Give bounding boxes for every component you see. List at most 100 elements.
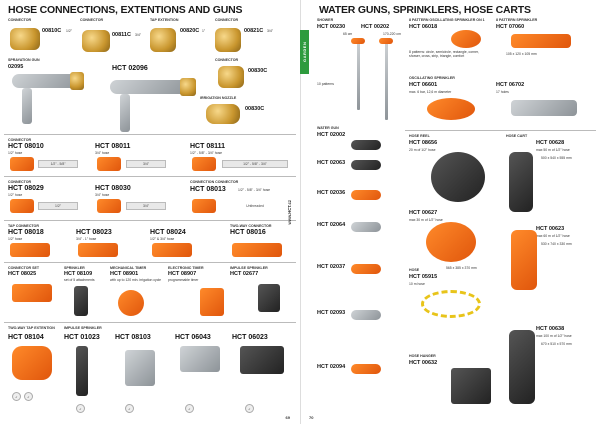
feature-badge-icon: ✔	[245, 404, 254, 413]
code-hct-02094: HCT 02094	[317, 364, 346, 370]
size-00810c: 1/2"	[66, 29, 72, 33]
gun-2-brass-nozzle-image	[180, 78, 196, 96]
code-hct-00230: HCT 00230	[317, 24, 346, 30]
left-page-title: HOSE CONNECTIONS, EXTENTIONS AND GUNS	[8, 4, 243, 16]
section-connection-connector: CONNECTION CONNECTOR	[190, 180, 239, 184]
code-02095: 02095	[8, 64, 24, 70]
sprinkler-06018-image	[451, 30, 481, 48]
two-way-connector-image	[232, 243, 282, 257]
gun-brass-nozzle-image	[70, 72, 84, 90]
code-00811c: 00811C	[112, 32, 131, 38]
section-two-way-connector: TWO-WAY CONNECTOR	[230, 224, 272, 228]
dim-hct-00628: 500 x 540 x 555 mm	[541, 156, 572, 160]
desc-hct-08030: 3/4" hose	[95, 193, 110, 197]
code-hct-08010: HCT 08010	[8, 143, 44, 150]
impulse-sprinkler-2-image	[76, 346, 88, 396]
brass-connector-image	[10, 28, 40, 50]
section-hose: HOSE	[409, 268, 420, 272]
water-gun-02094-image	[351, 364, 381, 374]
desc-hct-08029: 1/2" hose	[8, 193, 23, 197]
divider-right-1	[405, 130, 596, 131]
label-08029: 1/2"	[38, 202, 78, 210]
spray-gun-2-image	[110, 80, 190, 94]
desc-hct-08023: 3/4" - 1" hose	[76, 237, 97, 241]
feature-badge-icon: ✔	[125, 404, 134, 413]
right-page: WATER GUNS, SPRINKLERS, HOSE CARTS SHOWE…	[300, 0, 600, 424]
feature-badge-icon: ✔	[76, 404, 85, 413]
section-pattern-sprinkler: 8 PATTERN SPRINKLER	[496, 18, 538, 22]
section-electronic-timer: ELECTRONIC TIMER	[168, 266, 204, 270]
dim-hct-00623: 530 x 740 x 330 mm	[541, 242, 572, 246]
code-hct-08111: HCT 08111	[190, 143, 226, 150]
label-08013: Unthreaded	[222, 202, 288, 210]
desc-hct-07060: 105 x 120 x 105 mm	[506, 52, 537, 56]
code-hct-00632: HCT 00632	[409, 360, 438, 366]
water-gun-02036-image	[351, 190, 381, 200]
code-hct-00638: HCT 00638	[536, 326, 565, 332]
size-00821c: 3/4"	[267, 29, 273, 33]
section-two-way-tap-extention: TWO-WAY TAP EXTENTION	[8, 326, 55, 330]
code-hct-08018: HCT 08018	[8, 229, 44, 236]
desc-hct-00638: max 100 m of 1/2" hose	[536, 334, 572, 338]
section-impulse-sprinkler: IMPULSE SPRINKLER	[230, 266, 268, 270]
desc-hct-00627: max 30 m of 1/2" hose	[409, 218, 443, 222]
coiled-hose-image	[421, 290, 481, 318]
code-nozzle: 00830C	[245, 106, 265, 112]
connector-08010-image	[10, 157, 34, 171]
two-way-tap-image	[12, 346, 52, 380]
code-hct-02093: HCT 02093	[317, 310, 346, 316]
hose-cart-00628-image	[509, 152, 533, 212]
section-connector-2: CONNECTOR	[80, 18, 104, 22]
section-connector-row1: CONNECTOR	[8, 138, 32, 142]
hose-reel-08656-image	[431, 152, 485, 202]
code-hct-00202: HCT 00202	[361, 24, 390, 30]
code-hct-08109: HCT 08109	[64, 271, 93, 277]
size-00820c: 1"	[202, 29, 206, 33]
sprinkler-spike-image	[74, 286, 88, 316]
electronic-timer-image	[200, 288, 224, 316]
sprinkler-08103-image	[125, 350, 155, 386]
connector-08029-image	[10, 199, 34, 213]
code-hct-08907: HCT 08907	[168, 271, 197, 277]
code-hct-06043: HCT 06043	[175, 334, 211, 341]
code-hct-02096: HCT 02096	[112, 65, 148, 72]
code-hct-00623: HCT 00623	[536, 226, 565, 232]
irrigation-nozzle-image	[206, 104, 240, 124]
shower-head-image	[351, 38, 365, 44]
section-tap-extention: TAP EXTENTION	[150, 18, 179, 22]
impulse-sprinkler-image	[258, 284, 280, 312]
desc-hct-06601: max. 6 bar, 12,6 m diameter	[409, 90, 452, 94]
divider-2	[4, 176, 296, 177]
section-hose-hanger: HOSE HANGER	[409, 354, 436, 358]
brass-connector-image-4	[218, 66, 244, 88]
shower-pole-2-image	[385, 40, 388, 120]
section-connector-row2: CONNECTOR	[8, 180, 32, 184]
water-gun-02002-image	[351, 140, 381, 150]
code-hct-08901: HCT 08901	[110, 271, 139, 277]
label-08030: 3/4"	[126, 202, 166, 210]
code-hct-08029: HCT 08029	[8, 185, 44, 192]
water-gun-02064-image	[351, 222, 381, 232]
desc-hct-08018: 1/2" hose	[8, 237, 23, 241]
code-hct-02002: HCT 02002	[317, 132, 346, 138]
section-shower: SHOWER	[317, 18, 334, 22]
garden-section-tab: GARDEN	[300, 30, 309, 74]
code-hct-02063: HCT 02063	[317, 160, 346, 166]
spray-gun-image	[12, 74, 82, 88]
dim-hct-00627: 565 x 385 x 370 mm	[446, 266, 477, 270]
label-08111: 1/2" - 5/8" - 3/4"	[222, 160, 288, 168]
desc-hct-08901: with up to 120 min. irrigation cycle	[110, 278, 162, 282]
sprinkler-06702-image	[511, 100, 577, 116]
connector-08111-image	[192, 157, 216, 171]
code-hct-08024: HCT 08024	[150, 229, 186, 236]
code-hct-02064: HCT 02064	[317, 222, 346, 228]
desc-hct-00230: 65 cm	[343, 32, 353, 36]
connector-08013-image	[192, 199, 216, 213]
connector-08011-image	[97, 157, 121, 171]
code-00810c: 00810C	[42, 28, 62, 34]
feature-badge-icon: ✔	[12, 392, 21, 401]
section-connector-3: CONNECTOR	[215, 18, 239, 22]
desc-hct-06018: 8 patterns: circle, semicircle, rectangl…	[409, 50, 479, 58]
section-impulse-sprinkler-2: IMPULSE SPRINKLER	[64, 326, 102, 330]
tap-connector-08024-image	[152, 243, 192, 257]
